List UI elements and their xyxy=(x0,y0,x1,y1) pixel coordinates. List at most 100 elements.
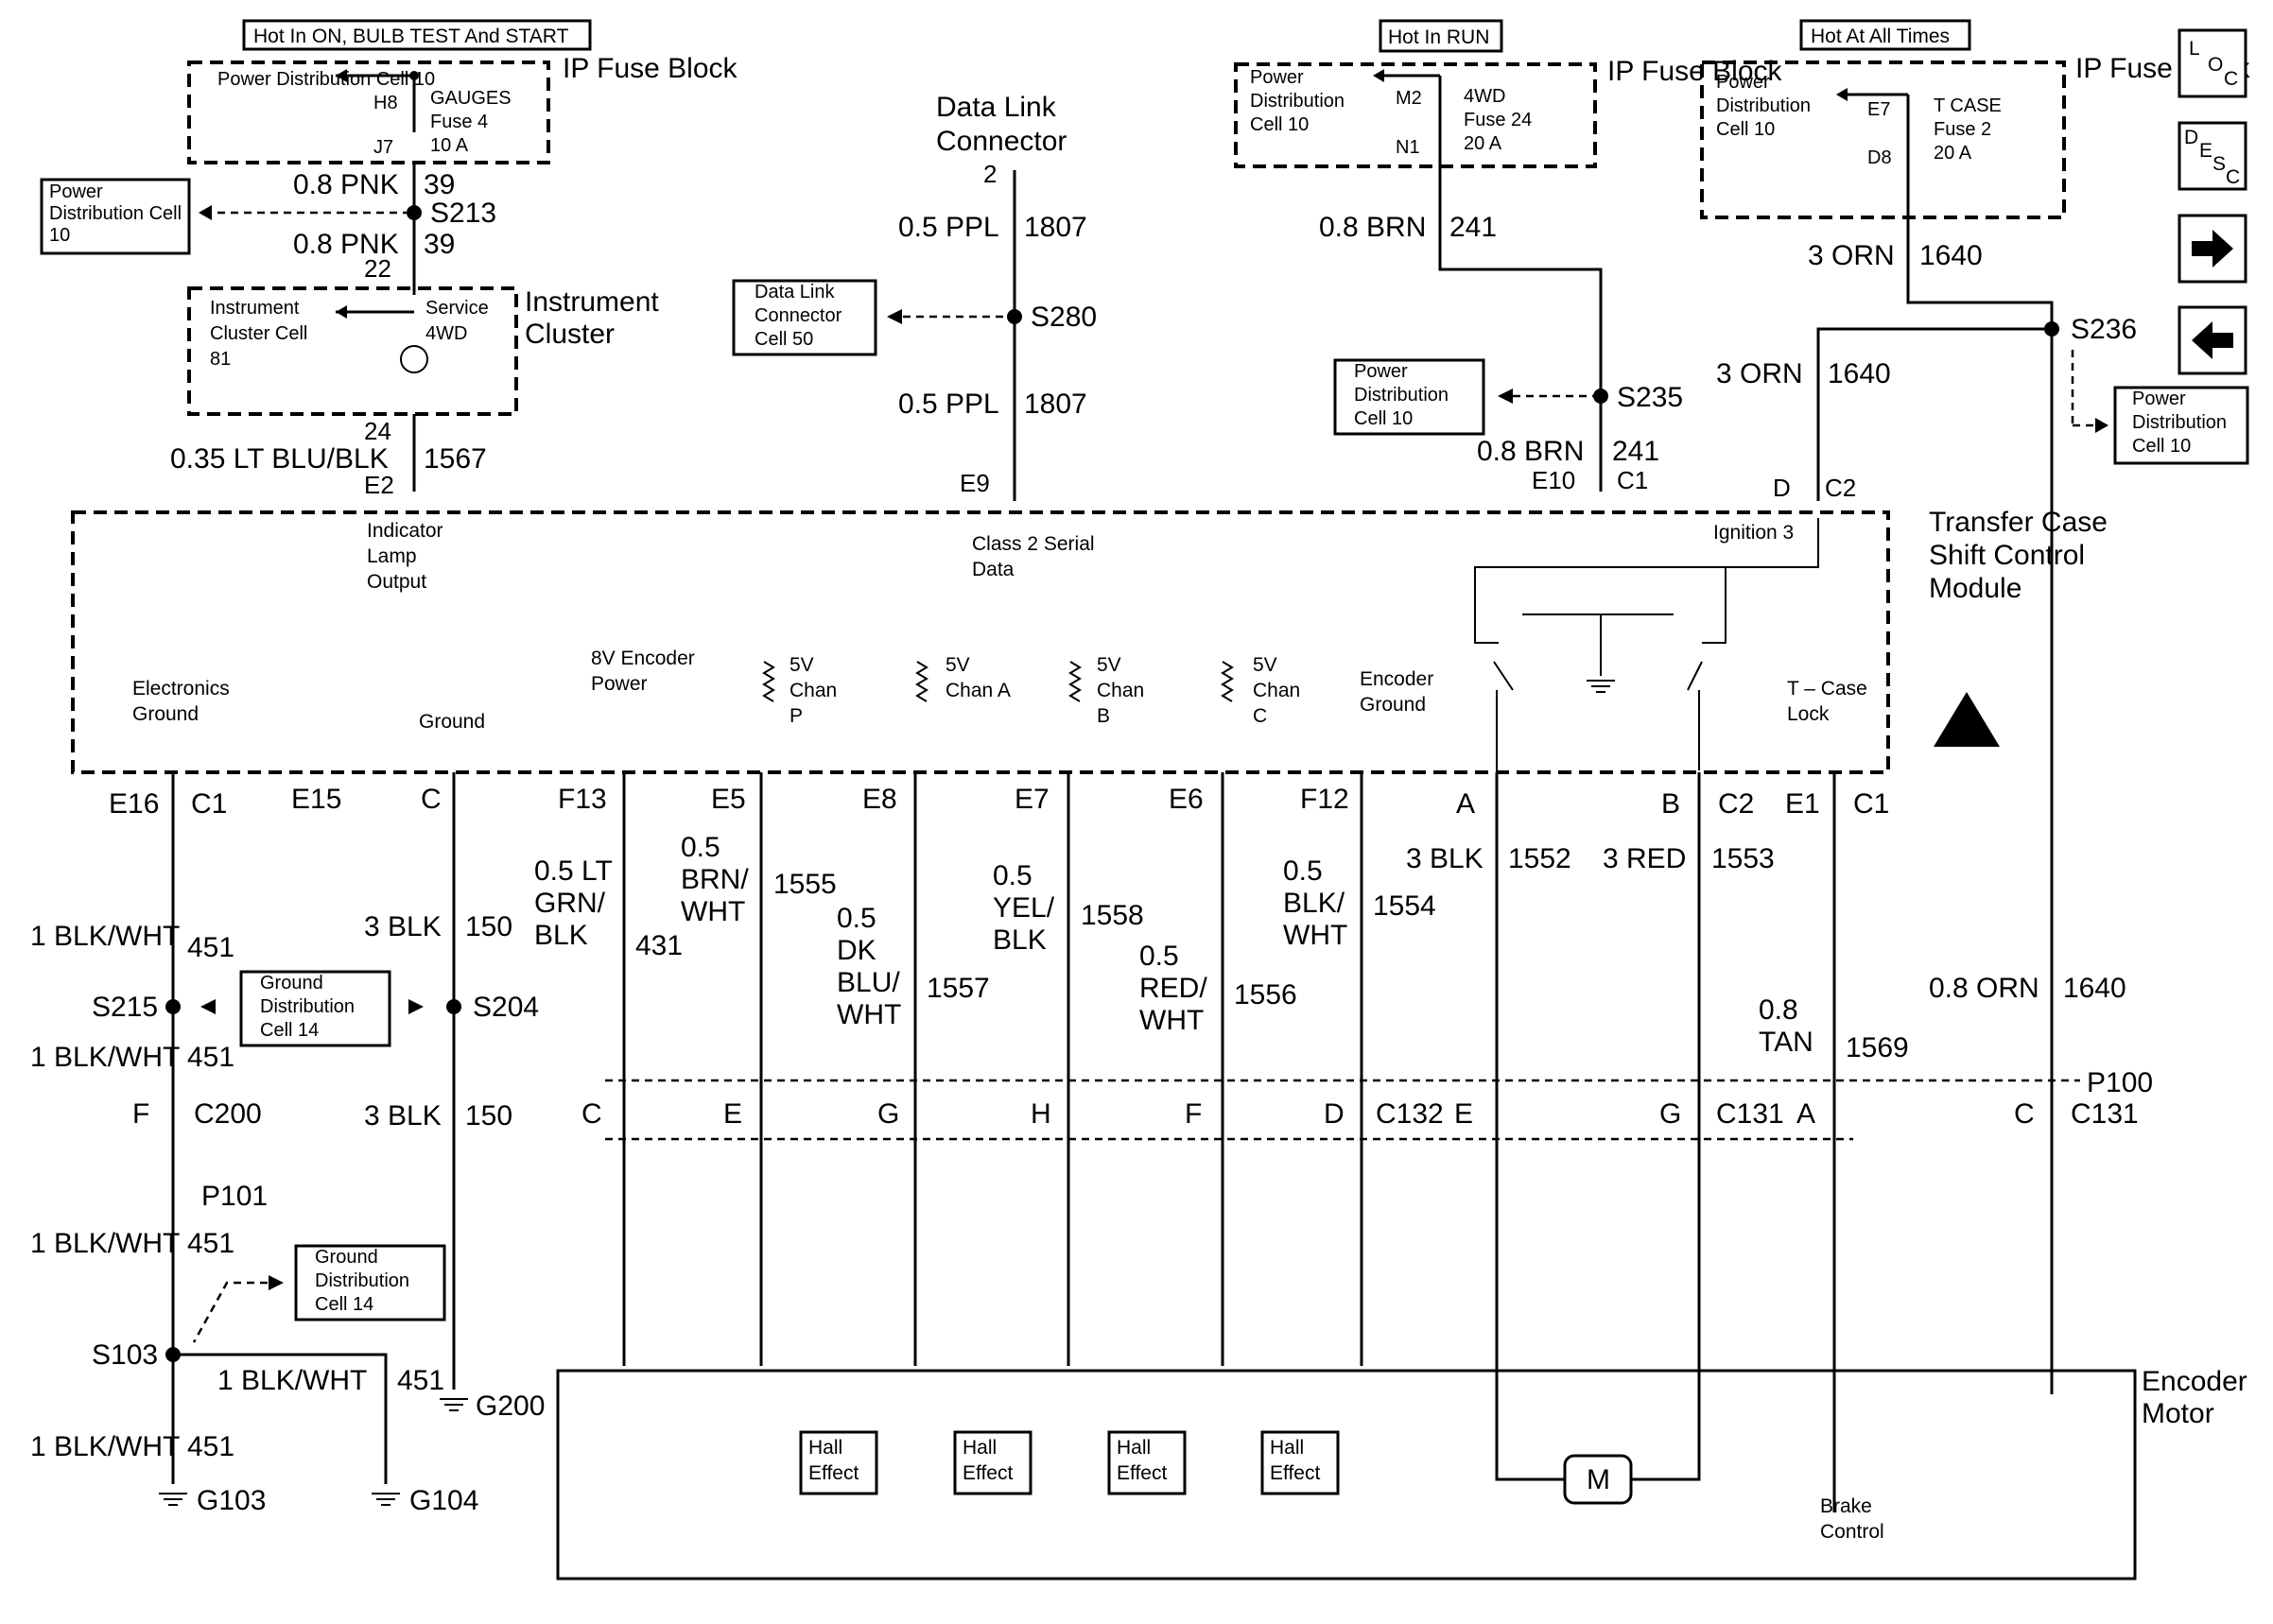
encoder-motor-title: Encoder Motor xyxy=(2142,1366,2247,1429)
pin-label: F xyxy=(1185,1098,1202,1130)
pin-label: D xyxy=(1773,474,1791,502)
module-pin: E16 xyxy=(109,788,159,820)
wire-label: 0.5 PPL xyxy=(898,212,999,243)
ignition-label: Ignition 3 xyxy=(1713,522,1794,544)
loc-icon[interactable] xyxy=(2178,28,2247,98)
ground-label: G200 xyxy=(476,1391,545,1422)
hot-label-run-text: Hot In RUN xyxy=(1388,26,1489,48)
circuit-number: 241 xyxy=(1449,212,1497,243)
motor-icon xyxy=(1563,1454,1633,1505)
wire-label: 0.5 BLK/ WHT xyxy=(1283,855,1348,951)
ip-fuse-block-1: IP Fuse Block xyxy=(563,53,738,84)
ref-gd-s215[interactable] xyxy=(239,970,391,1047)
wire-label: 3 BLK xyxy=(364,1100,442,1132)
class2-label: Class 2 Serial Data xyxy=(972,533,1095,580)
hot-label-run xyxy=(1379,19,1503,53)
dlc-title: Data Link Connector xyxy=(936,92,1067,157)
module-pin: E15 xyxy=(291,784,341,815)
circuit-number: 1640 xyxy=(1919,240,1983,271)
fuse-pin-top: H8 xyxy=(373,93,398,113)
tccm-module-box xyxy=(71,510,1890,774)
fuse-amps: 20 A xyxy=(1464,133,1502,154)
hot-label-on-bulb-start xyxy=(242,19,592,51)
ref-pd-left-text: Power Distribution Cell 10 xyxy=(49,181,182,246)
hot-label-on-bulb-start-text: Hot In ON, BULB TEST And START xyxy=(253,26,569,47)
svg-text:C: C xyxy=(2224,68,2238,90)
circuit-number: 1640 xyxy=(1828,358,1891,389)
circuit-number: 451 xyxy=(397,1365,444,1396)
module-pin: E8 xyxy=(862,784,897,815)
pin-label: E xyxy=(1454,1098,1473,1130)
pin-label: E10 xyxy=(1532,466,1575,494)
ref-pd-s236-text: Power Distribution Cell 10 xyxy=(2132,389,2228,457)
wire-label: 0.5 BRN/ WHT xyxy=(681,832,749,927)
connector-label: C132 xyxy=(1376,1098,1444,1130)
circuit-number: 431 xyxy=(635,930,683,961)
circuit-number: 1807 xyxy=(1024,212,1087,243)
splice-label: S280 xyxy=(1031,302,1097,333)
wire-label: 3 ORN xyxy=(1716,358,1803,389)
pin-label: D xyxy=(1324,1098,1345,1130)
circuit-number: 241 xyxy=(1612,436,1659,467)
pd-label-4wd: Power Distribution Cell 10 xyxy=(1250,67,1345,135)
module-pin: C1 xyxy=(1853,788,1889,820)
encoder-ground-label: Encoder Ground xyxy=(1360,668,1434,716)
connector-label: C131 xyxy=(1716,1098,1784,1130)
circuit-number: 1554 xyxy=(1373,890,1436,922)
fuse-amps: 10 A xyxy=(430,135,469,156)
svg-text:O: O xyxy=(2208,54,2223,76)
fuse-number: Fuse 4 xyxy=(430,112,488,132)
hot-label-all-times-text: Hot At All Times xyxy=(1811,26,1950,47)
circuit-number: 39 xyxy=(424,169,455,200)
module-pin: E6 xyxy=(1169,784,1204,815)
wire-label: 0.5 PPL xyxy=(898,389,999,420)
fuse-amps: 20 A xyxy=(1934,143,1972,164)
circuit-number: 451 xyxy=(187,1228,234,1259)
fuse-block-tcase xyxy=(1700,60,2066,219)
ref-gd-s103[interactable] xyxy=(294,1244,446,1322)
module-pin: C xyxy=(421,784,442,815)
wire-label: 0.8 BRN xyxy=(1319,212,1426,243)
brake-control-label: Brake Control xyxy=(1820,1495,1884,1543)
pin-label: G xyxy=(877,1098,899,1130)
ref-dlc[interactable] xyxy=(732,279,877,356)
circuit-number: 451 xyxy=(187,1042,234,1073)
circuit-number: 150 xyxy=(465,911,512,942)
pin-label: F xyxy=(132,1098,149,1130)
ref-pd-s235[interactable] xyxy=(1333,358,1485,436)
splice-label: S103 xyxy=(92,1339,158,1371)
module-title: Transfer Case Shift Control Module xyxy=(1929,507,2108,604)
wire-label: 0.5 RED/ WHT xyxy=(1139,941,1207,1036)
hall-label: Hall Effect xyxy=(963,1437,1014,1484)
wire-label: 1 BLK/WHT xyxy=(30,1228,180,1259)
ref-pd-left[interactable] xyxy=(40,178,191,255)
circuit-number: 1640 xyxy=(2063,973,2126,1004)
wire-label: 0.8 TAN xyxy=(1759,994,1813,1058)
splice-label: S236 xyxy=(2071,314,2137,345)
fuse-number: Fuse 2 xyxy=(1934,119,1991,140)
fuse-pin-top: E7 xyxy=(1867,99,1890,120)
chan-a-label: 5V Chan A xyxy=(946,654,1011,701)
wire-label: 0.5 YEL/ BLK xyxy=(993,860,1055,956)
encoder-power-label: 8V Encoder Power xyxy=(591,648,695,695)
pin-label: G xyxy=(1659,1098,1681,1130)
fuse-name: T CASE xyxy=(1934,95,2002,116)
pin-label: C1 xyxy=(1617,466,1648,494)
ref-pd-s235-text: Power Distribution Cell 10 xyxy=(1354,361,1449,429)
instrument-cluster-box xyxy=(187,286,518,416)
hall-label: Hall Effect xyxy=(808,1437,859,1484)
module-pin: F12 xyxy=(1300,784,1349,815)
circuit-number: 1569 xyxy=(1846,1032,1909,1063)
ref-pd-s236[interactable] xyxy=(2113,386,2249,465)
desc-icon[interactable] xyxy=(2178,121,2247,191)
svg-text:S: S xyxy=(2212,153,2226,175)
pd-label-gauges: Power Distribution Cell 10 xyxy=(217,69,435,90)
ref-dlc-text: Data Link Connector Cell 50 xyxy=(755,282,842,350)
connector-label: C131 xyxy=(2071,1098,2139,1130)
wire-label: 3 BLK xyxy=(1406,843,1484,874)
connector-label: P100 xyxy=(2087,1067,2153,1098)
module-pin: B xyxy=(1661,788,1680,820)
splice-s235 xyxy=(1593,389,1608,404)
esd-warning-icon xyxy=(1934,692,2000,747)
pin-label: 22 xyxy=(364,254,391,283)
